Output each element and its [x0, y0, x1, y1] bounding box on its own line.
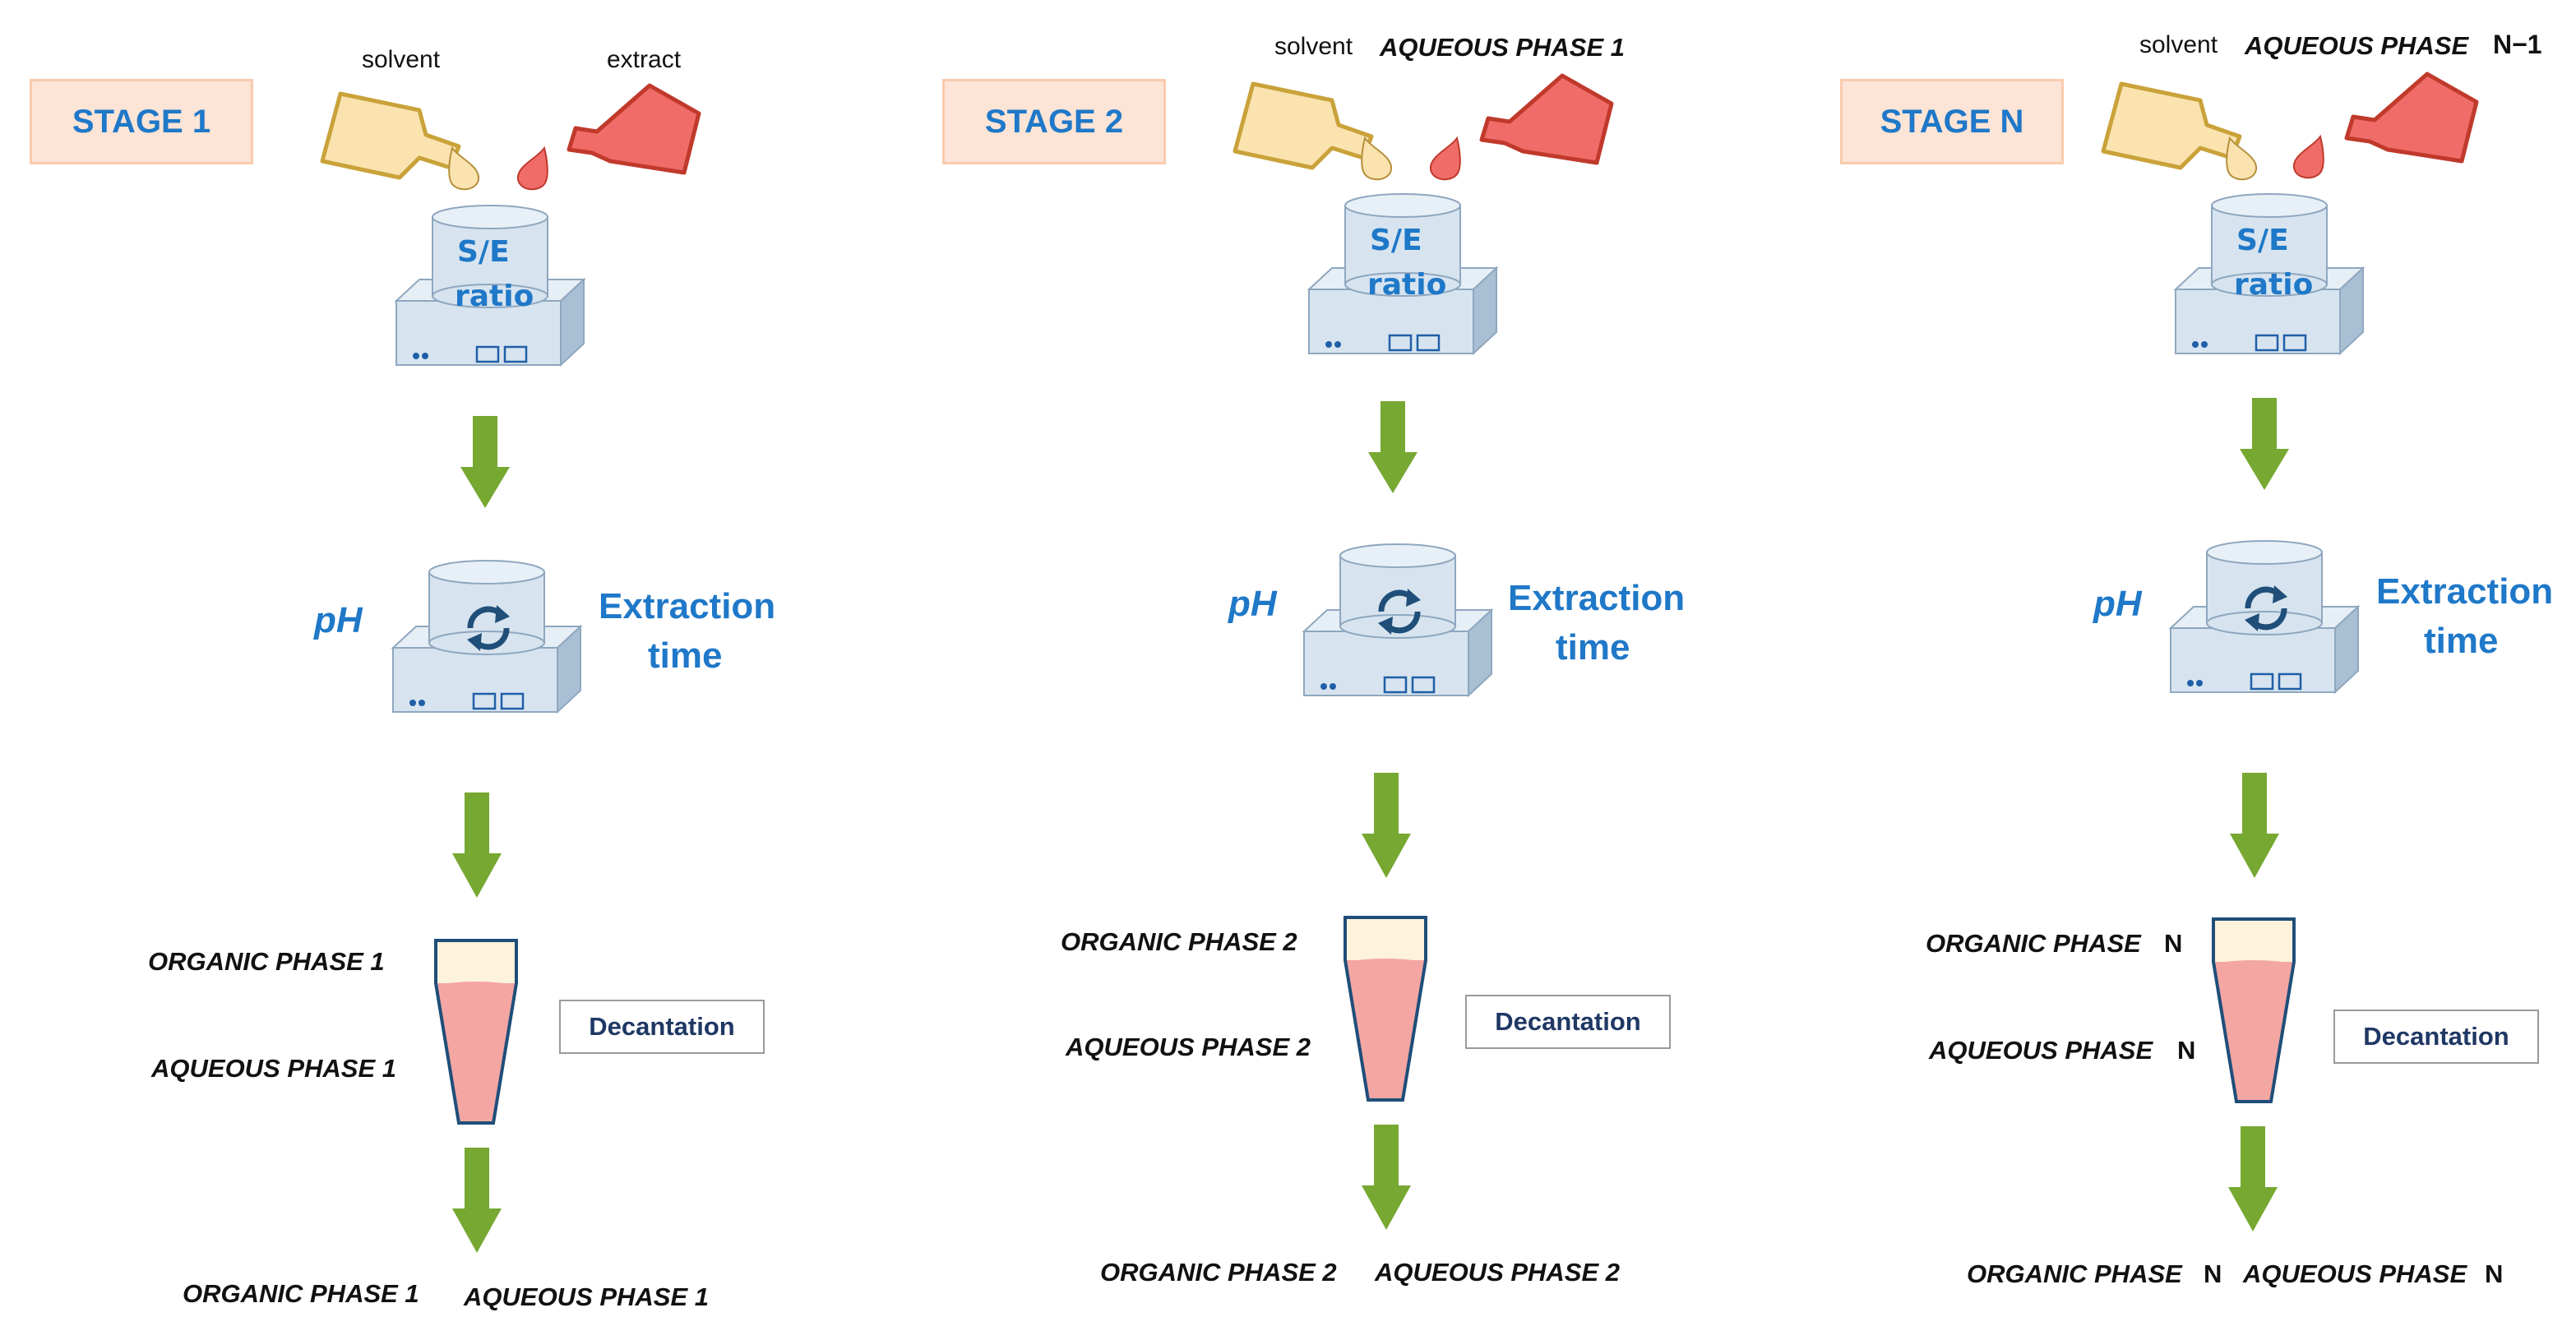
- arrow-down-icon: [2228, 1126, 2278, 1231]
- input-aqueous-label: AQUEOUS PHASE 1: [1380, 33, 1626, 62]
- se-ratio-line1: S/E: [1370, 224, 1422, 257]
- extract-bottle-icon: [567, 83, 701, 175]
- stage-2: STAGE 2 solvent AQUEOUS PHASE 1 S/E rati…: [913, 0, 1771, 1340]
- ph-label: pH: [1228, 584, 1277, 624]
- stirrer-icon: [1306, 193, 1499, 356]
- arrow-down-icon: [1362, 1125, 1411, 1230]
- arrow-down-icon: [2240, 398, 2289, 490]
- se-ratio-line2: ratio: [455, 280, 534, 313]
- stirrer-icon: [1302, 543, 1494, 698]
- decantation-box: Decantation: [559, 1000, 765, 1054]
- stirrer-icon: [394, 205, 586, 367]
- solvent-label: solvent: [1274, 33, 1353, 60]
- stage-label: STAGE 1: [30, 79, 253, 164]
- ph-label: pH: [314, 600, 363, 640]
- droplet-icon: [1429, 136, 1461, 181]
- droplet-icon: [1361, 136, 1393, 181]
- output-aqueous-label: AQUEOUS PHASE: [2243, 1259, 2467, 1288]
- rotate-icon: [2245, 585, 2287, 631]
- aqueous-phase-label: AQUEOUS PHASE: [1929, 1036, 2153, 1065]
- rotate-icon: [1378, 589, 1421, 635]
- droplet-icon: [516, 146, 548, 191]
- extract-bottle-icon: [1479, 73, 1614, 165]
- output-organic-suffix: N: [2204, 1259, 2222, 1288]
- centrifuge-tube-icon: [1343, 916, 1427, 1102]
- extraction-time-line2: time: [648, 635, 723, 676]
- stage-1: STAGE 1 solvent extract S/E ratio: [0, 0, 858, 1340]
- output-organic-label: ORGANIC PHASE 2: [1100, 1258, 1337, 1287]
- se-ratio-line2: ratio: [2234, 268, 2314, 302]
- se-ratio-line1: S/E: [457, 235, 510, 269]
- droplet-icon: [2226, 136, 2258, 181]
- centrifuge-tube-icon: [2212, 917, 2296, 1103]
- droplet-icon: [448, 146, 480, 191]
- extraction-time-line1: Extraction: [599, 586, 776, 626]
- droplet-icon: [2292, 134, 2324, 179]
- organic-phase-suffix: N: [2164, 929, 2183, 958]
- stirrer-icon: [391, 560, 583, 714]
- extraction-time-line1: Extraction: [1508, 578, 1686, 618]
- extract-label: extract: [607, 46, 682, 73]
- arrow-down-icon: [452, 1148, 502, 1253]
- input-aqueous-suffix: N−1: [2493, 30, 2542, 59]
- aqueous-phase-suffix: N: [2177, 1036, 2196, 1065]
- output-aqueous-label: AQUEOUS PHASE 2: [1375, 1258, 1621, 1287]
- solvent-label: solvent: [362, 46, 441, 73]
- stage-n: STAGE N solvent AQUEOUS PHASE N−1 S/E ra…: [1811, 0, 2576, 1340]
- organic-phase-label: ORGANIC PHASE 2: [1061, 927, 1297, 956]
- arrow-down-icon: [460, 416, 510, 508]
- organic-phase-label: ORGANIC PHASE: [1926, 929, 2141, 958]
- output-organic-label: ORGANIC PHASE: [1967, 1259, 2182, 1288]
- se-ratio-line1: S/E: [2236, 224, 2289, 257]
- decantation-box: Decantation: [2333, 1010, 2539, 1064]
- solvent-label: solvent: [2139, 31, 2218, 58]
- ph-label: pH: [2093, 584, 2142, 624]
- extraction-time-line1: Extraction: [2376, 571, 2554, 612]
- arrow-down-icon: [1362, 773, 1411, 878]
- stirrer-icon: [2173, 193, 2366, 356]
- output-organic-label: ORGANIC PHASE 1: [183, 1279, 419, 1308]
- stirrer-icon: [2168, 540, 2361, 695]
- aqueous-phase-label: AQUEOUS PHASE 2: [1066, 1033, 1311, 1061]
- stage-label: STAGE 2: [942, 79, 1166, 164]
- extraction-time-line2: time: [1556, 627, 1630, 668]
- output-aqueous-suffix: N: [2485, 1259, 2504, 1288]
- arrow-down-icon: [2230, 773, 2279, 878]
- arrow-down-icon: [1368, 401, 1417, 493]
- extract-bottle-icon: [2344, 72, 2479, 164]
- organic-phase-label: ORGANIC PHASE 1: [148, 947, 385, 976]
- stage-label: STAGE N: [1840, 79, 2064, 164]
- aqueous-phase-label: AQUEOUS PHASE 1: [151, 1054, 397, 1083]
- centrifuge-tube-icon: [434, 939, 518, 1125]
- input-aqueous-label: AQUEOUS PHASE: [2245, 31, 2469, 60]
- output-aqueous-label: AQUEOUS PHASE 1: [464, 1282, 710, 1311]
- se-ratio-line2: ratio: [1367, 268, 1447, 302]
- arrow-down-icon: [452, 792, 502, 898]
- rotate-icon: [467, 605, 510, 651]
- decantation-box: Decantation: [1465, 995, 1671, 1049]
- extraction-time-line2: time: [2424, 621, 2499, 661]
